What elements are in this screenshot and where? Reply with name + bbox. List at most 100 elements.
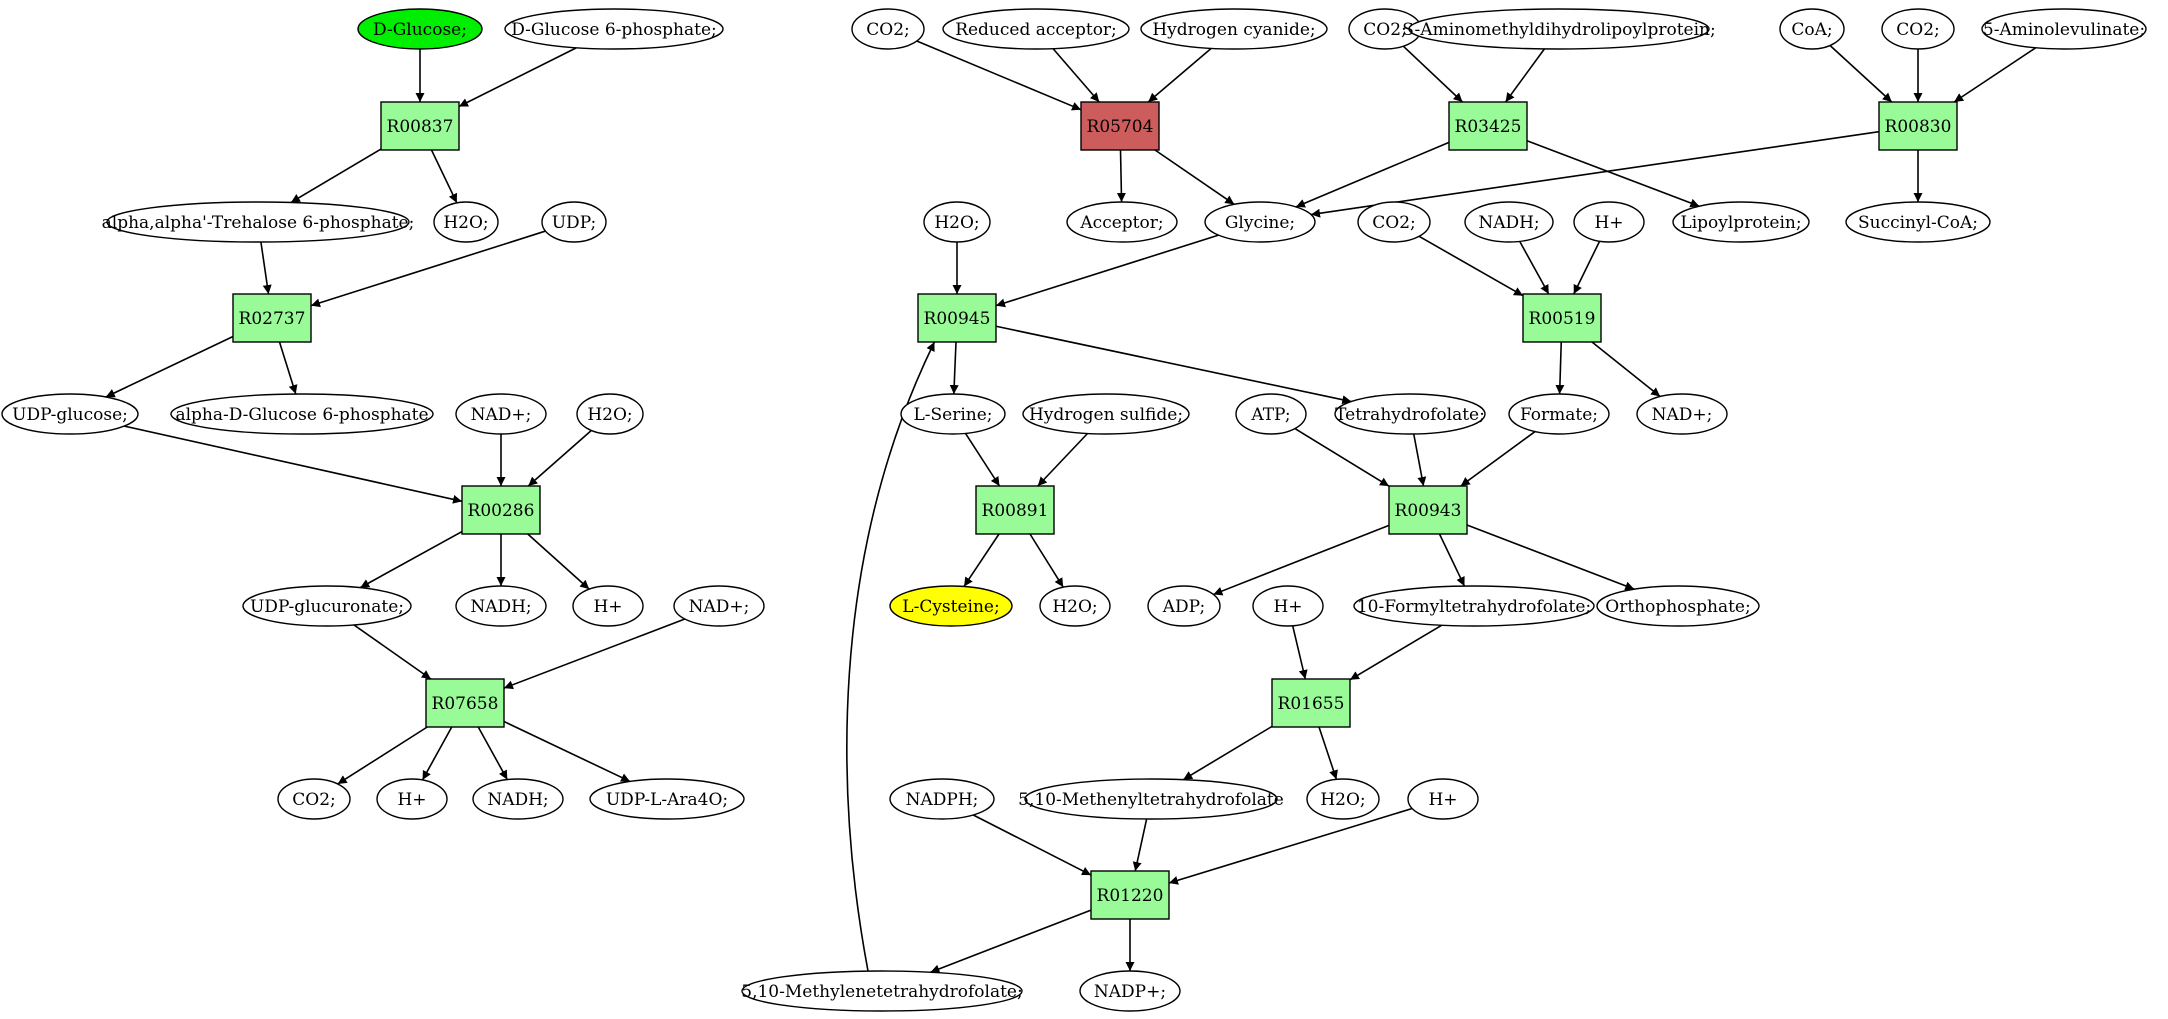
compound-node-c-orthophosphate[interactable]: Orthophosphate; — [1596, 585, 1760, 627]
compound-node-c-h2o-3[interactable]: H2O; — [923, 201, 991, 243]
compound-node-c-co2-4[interactable]: CO2; — [1881, 8, 1955, 50]
compound-node-c-trehalose6p[interactable]: alpha,alpha'-Trehalose 6-phosphate; — [102, 201, 415, 243]
compound-node-c-lipoylprotein[interactable]: Lipoylprotein; — [1672, 201, 1810, 243]
compound-node-c-adglucose6p[interactable]: alpha-D-Glucose 6-phosphate — [170, 393, 434, 435]
compound-ellipse — [277, 778, 351, 820]
compound-node-c-methylenethf[interactable]: 5,10-Methylenetetrahydrofolate; — [741, 970, 1023, 1012]
compound-node-c-lserine[interactable]: L-Serine; — [900, 393, 1006, 435]
edges-layer — [105, 40, 2037, 974]
node-label: R01220 — [1097, 886, 1164, 906]
node-label: H+ — [1594, 213, 1623, 233]
compound-node-c-co2-3[interactable]: CO2; — [1348, 8, 1422, 50]
reaction-node-r-R01655[interactable]: R01655 — [1271, 678, 1351, 728]
compound-node-c-h2o-4[interactable]: H2O; — [1039, 585, 1111, 627]
compound-node-c-acceptor[interactable]: Acceptor; — [1066, 201, 1178, 243]
reaction-node-r-R00286[interactable]: R00286 — [461, 485, 541, 535]
edge-r-R00519-to-c-formate — [1555, 341, 1565, 395]
compound-node-c-udpara4o[interactable]: UDP-L-Ara4O; — [589, 778, 745, 820]
edge-r-R00837-to-c-h2o-1 — [430, 149, 458, 204]
reaction-node-r-R00830[interactable]: R00830 — [1878, 101, 1958, 151]
compound-node-c-udpglucose[interactable]: UDP-glucose; — [1, 393, 139, 435]
node-label: NADH; — [1478, 213, 1539, 233]
compound-node-c-h2s[interactable]: Hydrogen sulfide; — [1022, 393, 1190, 435]
reaction-node-r-R05704[interactable]: R05704 — [1080, 101, 1160, 151]
compound-node-c-h2o-2[interactable]: H2O; — [576, 393, 644, 435]
compound-node-c-methenylthf[interactable]: 5,10-Methenyltetrahydrofolate — [1018, 778, 1284, 820]
node-label: D-Glucose; — [373, 20, 467, 40]
compound-node-c-10fthf[interactable]: 10-Formyltetrahydrofolate; — [1353, 585, 1595, 627]
reaction-node-r-R03425[interactable]: R03425 — [1448, 101, 1528, 151]
node-label: H2O; — [587, 405, 632, 425]
reaction-box — [1522, 293, 1602, 343]
compound-node-c-adp[interactable]: ADP; — [1147, 585, 1221, 627]
compound-node-c-5ala[interactable]: 5-Aminolevulinate; — [1981, 8, 2147, 50]
compound-node-c-co2-1[interactable]: CO2; — [277, 778, 351, 820]
compound-ellipse — [576, 393, 644, 435]
reaction-node-r-R00943[interactable]: R00943 — [1388, 485, 1468, 535]
compound-node-c-thf[interactable]: Tetrahydrofolate; — [1334, 393, 1486, 435]
edge-c-samdhlp-to-r-R03425 — [1504, 48, 1546, 103]
edge-c-methenylthf-to-r-R01220 — [1132, 818, 1148, 872]
compound-node-c-hplus-2[interactable]: H+ — [376, 778, 448, 820]
compound-node-c-samdhlp[interactable]: S-Aminomethyldihydrolipoylprotein; — [1402, 8, 1716, 50]
compound-ellipse — [1147, 585, 1221, 627]
node-label: R00943 — [1395, 501, 1462, 521]
compound-node-c-lcysteine[interactable]: L-Cysteine; — [889, 585, 1013, 627]
compound-node-c-succinylcoa[interactable]: Succinyl-CoA; — [1845, 201, 1991, 243]
compound-node-c-hplus-4[interactable]: H+ — [1252, 585, 1324, 627]
edge-c-lserine-to-r-R00891 — [964, 432, 1001, 487]
reaction-node-r-R00837[interactable]: R00837 — [380, 101, 460, 151]
compound-node-c-dglucose6p[interactable]: D-Glucose 6-phosphate; — [504, 8, 724, 50]
compound-ellipse — [1408, 8, 1710, 50]
compound-node-c-nadh-1[interactable]: NADH; — [455, 585, 547, 627]
compound-node-c-udp[interactable]: UDP; — [541, 201, 607, 243]
edge-r-R01220-to-c-methylenethf — [930, 909, 1092, 974]
edge-r-R03425-to-c-lipoylprotein — [1526, 140, 1700, 208]
reaction-node-r-R00945[interactable]: R00945 — [917, 293, 997, 343]
reaction-node-r-R07658[interactable]: R07658 — [425, 678, 505, 728]
reaction-node-r-R00519[interactable]: R00519 — [1522, 293, 1602, 343]
node-label: UDP-glucuronate; — [250, 597, 404, 617]
compound-node-c-hcn[interactable]: Hydrogen cyanide; — [1140, 8, 1328, 50]
edge-r-R00837-to-c-trehalose6p — [290, 148, 382, 204]
compound-ellipse — [1357, 201, 1431, 243]
edge-c-coa-to-r-R00830 — [1829, 44, 1893, 103]
compound-ellipse — [1353, 585, 1595, 627]
node-label: 5,10-Methylenetetrahydrofolate; — [741, 982, 1022, 1002]
compound-node-c-hplus-5[interactable]: H+ — [1407, 778, 1479, 820]
compound-node-c-nadp-2[interactable]: NAD+; — [673, 585, 765, 627]
edge-r-R00943-to-c-adp — [1213, 524, 1390, 596]
reaction-box — [232, 293, 312, 343]
compound-node-c-coa[interactable]: CoA; — [1779, 8, 1845, 50]
edge-c-co2-5-to-r-R00519 — [1418, 235, 1524, 297]
reaction-node-r-R01220[interactable]: R01220 — [1090, 870, 1170, 920]
reaction-node-r-R02737[interactable]: R02737 — [232, 293, 312, 343]
compound-node-c-hplus-1[interactable]: H+ — [572, 585, 644, 627]
compound-node-c-udpglucuronate[interactable]: UDP-glucuronate; — [242, 585, 412, 627]
compound-ellipse — [1779, 8, 1845, 50]
reaction-box — [1878, 101, 1958, 151]
compound-node-c-co2-2[interactable]: CO2; — [851, 8, 925, 50]
compound-node-c-h2o-1[interactable]: H2O; — [433, 201, 499, 243]
reaction-node-r-R00891[interactable]: R00891 — [975, 485, 1055, 535]
node-label: NADP+; — [1094, 982, 1166, 1002]
compound-node-c-glycine[interactable]: Glycine; — [1204, 201, 1316, 243]
compound-node-c-nadph[interactable]: NADPH; — [889, 778, 995, 820]
node-label: H+ — [397, 790, 426, 810]
reaction-box — [425, 678, 505, 728]
compound-node-c-nadh-2[interactable]: NADH; — [472, 778, 564, 820]
compound-node-c-dglucose[interactable]: D-Glucose; — [357, 8, 483, 50]
compound-node-c-nadpplus[interactable]: NADP+; — [1079, 970, 1181, 1012]
compound-node-c-h2o-5[interactable]: H2O; — [1306, 778, 1380, 820]
compound-node-c-co2-5[interactable]: CO2; — [1357, 201, 1431, 243]
node-label: NAD+; — [689, 597, 750, 617]
compound-node-c-redacceptor[interactable]: Reduced acceptor; — [942, 8, 1130, 50]
compound-ellipse — [455, 585, 547, 627]
node-label: UDP-L-Ara4O; — [606, 790, 728, 810]
compound-node-c-nadh-3[interactable]: NADH; — [1464, 201, 1554, 243]
compound-node-c-nadp-3[interactable]: NAD+; — [1636, 393, 1728, 435]
compound-node-c-hplus-3[interactable]: H+ — [1573, 201, 1645, 243]
compound-node-c-formate[interactable]: Formate; — [1508, 393, 1610, 435]
compound-node-c-nadp-1[interactable]: NAD+; — [455, 393, 547, 435]
compound-node-c-atp[interactable]: ATP; — [1235, 393, 1307, 435]
